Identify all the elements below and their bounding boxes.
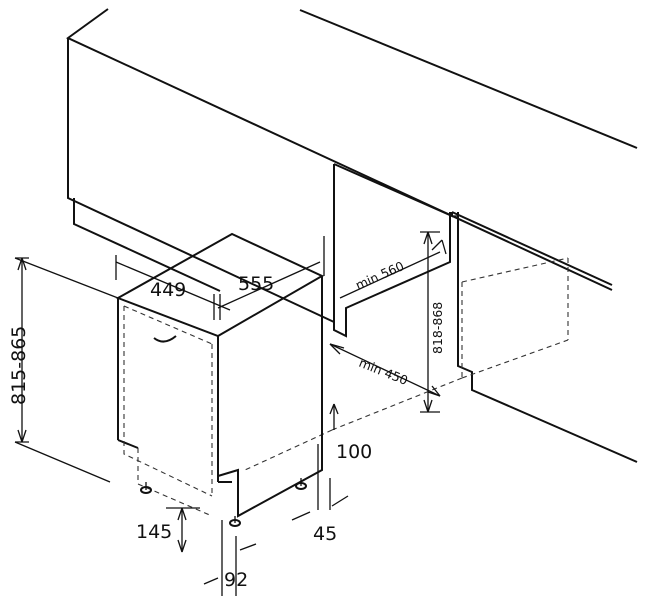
depth-label: 555 [238,273,274,295]
foot-height-dimension [166,507,200,553]
foot-offset-dimension [203,520,257,596]
foot-offset-label: 92 [224,569,248,591]
width-dimension [115,255,231,320]
plinth-setback-dimension [291,478,349,521]
height-dimension [14,257,119,483]
niche-depth-label: min 560 [353,258,406,293]
niche-width-dimension [329,343,441,397]
width-label: 449 [150,279,186,301]
plinth-height-label: 100 [336,441,372,463]
depth-dimension [217,236,325,320]
niche-width-label: min 450 [357,355,410,388]
niche-side-panel [333,212,638,463]
niche-depth-dimension [339,239,447,299]
worktop [66,8,638,323]
foot-height-label: 145 [136,521,172,543]
plinth-height-dimension [317,403,339,510]
plinth-setback-label: 45 [313,523,337,545]
niche-height-dimension [420,231,440,413]
height-range-label: 815-865 [8,326,30,405]
niche-outline-dashed [244,257,569,471]
dishwasher [115,232,325,527]
niche-height-label: 818-868 [430,302,445,354]
